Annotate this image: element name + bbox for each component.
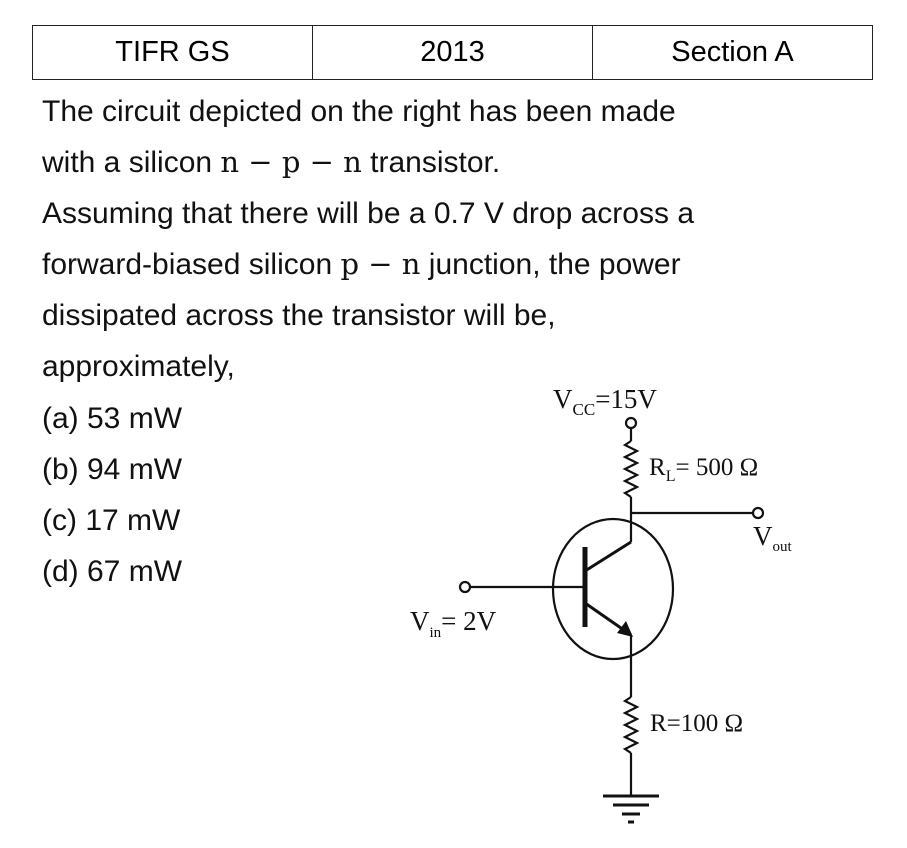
question-line-2-pre: with a silicon bbox=[42, 146, 221, 179]
exam-year-cell: 2013 bbox=[312, 25, 593, 80]
npn-math: n − p − n bbox=[220, 145, 362, 179]
question-line-2: with a silicon n − p − n transistor. bbox=[42, 137, 892, 188]
vcc-terminal bbox=[624, 416, 638, 430]
option-d[interactable]: (d) 67 mW bbox=[42, 555, 183, 588]
question-line-4: forward-biased silicon p − n junction, t… bbox=[42, 239, 892, 290]
option-c[interactable]: (c) 17 mW bbox=[42, 504, 181, 537]
vout-terminal bbox=[751, 506, 765, 520]
question-line-1: The circuit depicted on the right has be… bbox=[42, 95, 676, 128]
vin-terminal bbox=[458, 580, 472, 594]
answer-options: (a) 53 mW (b) 94 mW (c) 17 mW (d) 67 mW bbox=[42, 393, 182, 597]
r-label: R=100 Ω bbox=[650, 710, 743, 737]
collector-lead bbox=[584, 540, 632, 573]
option-a[interactable]: (a) 53 mW bbox=[42, 402, 183, 435]
question-text: The circuit depicted on the right has be… bbox=[42, 86, 892, 392]
load-resistor bbox=[622, 440, 640, 498]
header-row: TIFR GS 2013 Section A bbox=[32, 25, 873, 80]
question-line-4-post: junction, the power bbox=[420, 248, 681, 281]
header-table: TIFR GS 2013 Section A bbox=[32, 25, 873, 80]
exam-section-cell: Section A bbox=[592, 25, 873, 80]
vin-label: Vin= 2V bbox=[410, 606, 497, 641]
emitter-arrow-icon bbox=[617, 621, 633, 637]
vout-label: Vout bbox=[753, 521, 793, 555]
transistor-envelope bbox=[551, 517, 675, 661]
option-b[interactable]: (b) 94 mW bbox=[42, 453, 183, 486]
rl-label: RL= 500 Ω bbox=[649, 454, 758, 485]
transistor-circuit-diagram: VCC=15V RL= 500 Ω Vout Vin= 2V R=100 Ω bbox=[410, 384, 793, 824]
question-line-6: approximately, bbox=[42, 350, 235, 383]
question-line-2-post: transistor. bbox=[361, 146, 501, 179]
exam-name-cell: TIFR GS bbox=[32, 25, 313, 80]
question-line-5: dissipated across the transistor will be… bbox=[42, 299, 556, 332]
question-line-4-pre: forward-biased silicon bbox=[42, 248, 341, 281]
emitter-resistor bbox=[622, 696, 640, 754]
question-line-3: Assuming that there will be a 0.7 V drop… bbox=[42, 197, 695, 230]
pn-math: p − n bbox=[340, 247, 421, 281]
vcc-label: VCC=15V bbox=[553, 384, 657, 419]
ground-icon bbox=[603, 794, 659, 824]
